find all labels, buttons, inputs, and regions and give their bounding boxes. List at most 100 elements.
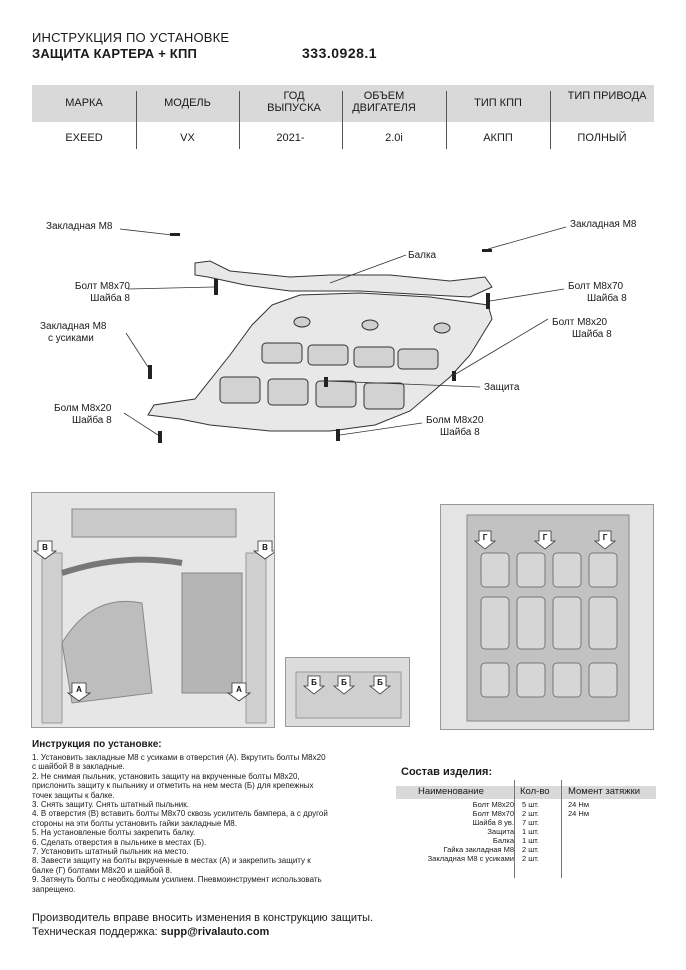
label-bolm-mid-1: Болм М8х20 — [426, 415, 484, 426]
photo-engine-bay: В В А А — [31, 492, 275, 728]
table-row: Болт М8х70 2 шт. 24 Нм — [396, 809, 656, 818]
instruction-line: прислонить защиту к пыльнику и отметить … — [32, 781, 314, 791]
spec-divider — [136, 91, 137, 149]
marker-g-2: Г — [543, 533, 548, 542]
item-name: Защита — [487, 827, 514, 836]
item-qty: 1 шт. — [522, 827, 539, 836]
item-qty: 2 шт. — [522, 809, 539, 818]
spec-value-model: VX — [180, 132, 195, 144]
label-zakladnaya-right: Закладная М8 — [570, 219, 637, 230]
spec-value-drive: ПОЛНЫЙ — [577, 132, 627, 144]
spec-divider — [239, 91, 240, 149]
composition-title: Состав изделия: — [401, 766, 493, 778]
photo-installed-plate: Г Г Г — [440, 504, 654, 730]
spec-header-gearbox: ТИП КПП — [474, 97, 522, 109]
table-row: Балка 1 шт. — [396, 836, 656, 845]
footer-note: Производитель вправе вносить изменения в… — [32, 912, 374, 924]
instruction-line: запрещено. — [32, 884, 76, 894]
label-bolt20-right-1: Болт М8х20 — [552, 317, 608, 328]
label-bolm-left-2: Шайба 8 — [72, 414, 112, 426]
instruction-line: точек защиты к балке. — [32, 790, 115, 800]
document-title: ИНСТРУКЦИЯ ПО УСТАНОВКЕ ЗАЩИТА КАРТЕРА +… — [32, 30, 229, 62]
instruction-line: 8. Завести защиту на болты вкрученные в … — [32, 856, 311, 866]
instruction-line: 7. Установить штатный пыльник на место. — [32, 847, 189, 857]
table-row: Защита 1 шт. — [396, 827, 656, 836]
instruction-line: 6. Сделать отверстия в пыльнике в местах… — [32, 837, 207, 847]
instruction-line: 3. Снять защиту. Снять штатный пыльник. — [32, 800, 189, 810]
composition-divider — [561, 780, 562, 878]
instruction-line: балке (Г) болтами М8х20 и шайбой 8. — [32, 865, 173, 875]
table-row: Закладная М8 с усиками 2 шт. — [396, 854, 656, 863]
instruction-line: 2. Не снимая пыльник, установить защиту … — [32, 771, 300, 781]
spec-header-engine: ОБЪЕМ ДВИГАТЕЛЯ — [352, 90, 416, 114]
item-torque: 24 Нм — [568, 809, 589, 818]
label-bolt-left-2: Шайба 8 — [90, 292, 130, 304]
instruction-line: стороны на эти болты установить гайки за… — [32, 818, 237, 828]
support-email-link[interactable]: supp@rivalauto.com — [160, 926, 270, 938]
instruction-line: с шайбой 8 в закладные. — [32, 762, 125, 772]
label-zakladnaya-left: Закладная М8 — [46, 221, 113, 232]
spec-divider — [550, 91, 551, 149]
item-torque: 24 Нм — [568, 800, 589, 809]
label-skid-plate: Защита — [484, 382, 520, 393]
spec-value-year: 2021- — [276, 132, 305, 144]
marker-g-1: Г — [483, 533, 488, 542]
item-qty: 1 шт. — [522, 836, 539, 845]
item-name: Гайка закладная М8 — [443, 845, 514, 854]
instructions-list: 1. Установить закладные М8 с усиками в о… — [32, 753, 392, 894]
item-name: Болт М8х20 — [472, 800, 514, 809]
title-line-2: ЗАЩИТА КАРТЕРА + КПП — [32, 46, 198, 61]
composition-header-bar — [396, 786, 656, 799]
support-label: Техническая поддержка: — [32, 926, 158, 938]
item-qty: 2 шт. — [522, 854, 539, 863]
item-qty: 5 шт. — [522, 800, 539, 809]
marker-a-right: А — [236, 685, 242, 694]
label-bolt-left-1: Болт М8х70 — [75, 281, 131, 292]
label-usiki-1: Закладная М8 — [40, 321, 107, 332]
spec-table: МАРКА МОДЕЛЬ ГОД ВЫПУСКА ОБЪЕМ ДВИГАТЕЛЯ… — [32, 85, 654, 155]
label-usiki-2: с усиками — [48, 333, 94, 344]
composition-header-torque: Момент затяжки — [568, 786, 641, 797]
composition-divider — [514, 780, 515, 878]
marker-g-3: Г — [603, 533, 608, 542]
item-name: Шайба 8 ув. — [472, 818, 514, 827]
item-qty: 2 шт. — [522, 845, 539, 854]
marker-v-right: В — [262, 543, 268, 552]
spec-header-brand: МАРКА — [65, 97, 103, 109]
label-bolt-right-1: Болт М8х70 — [568, 281, 624, 292]
composition-header-name: Наименование — [418, 786, 484, 797]
marker-b-3: Б — [377, 678, 383, 687]
spec-value-engine: 2.0i — [385, 132, 403, 144]
doc-code: 333.0928.1 — [302, 45, 378, 61]
instruction-line: 5. На установленые болты закрепить балку… — [32, 828, 196, 838]
spec-divider — [446, 91, 447, 149]
photo-dust-shield: Б Б Б — [285, 657, 410, 727]
spec-value-brand: EXEED — [65, 132, 103, 144]
table-row: Болт М8х20 5 шт. 24 Нм — [396, 800, 656, 809]
spec-divider — [342, 91, 343, 149]
label-beam: Балка — [408, 250, 437, 261]
spec-header-year: ГОД ВЫПУСКА — [267, 90, 321, 114]
label-bolt20-right-2: Шайба 8 — [572, 328, 612, 340]
label-bolm-mid-2: Шайба 8 — [440, 426, 480, 438]
spec-value-gearbox: АКПП — [483, 132, 513, 144]
instruction-line: 1. Установить закладные М8 с усиками в о… — [32, 753, 326, 762]
label-bolt-right-2: Шайба 8 — [587, 292, 627, 304]
footer-support: Техническая поддержка: supp@rivalauto.co… — [32, 926, 269, 938]
table-row: Гайка закладная М8 2 шт. — [396, 845, 656, 854]
table-row: Шайба 8 ув. 7 шт. — [396, 818, 656, 827]
marker-b-2: Б — [341, 678, 347, 687]
beam-part — [194, 260, 493, 298]
spec-header-drive: ТИП ПРИВОДА — [567, 90, 647, 102]
label-bolm-left-1: Болм М8х20 — [54, 403, 112, 414]
instruction-line: 4. В отверстия (В) вставить болты М8х70 … — [32, 809, 328, 819]
composition-table: Наименование Кол-во Момент затяжки Болт … — [396, 780, 656, 880]
item-name: Закладная М8 с усиками — [427, 854, 514, 863]
marker-v-left: В — [42, 543, 48, 552]
item-name: Балка — [492, 836, 514, 845]
composition-header-qty: Кол-во — [520, 786, 550, 797]
spec-header-model: МОДЕЛЬ — [164, 97, 211, 109]
marker-a-left: А — [76, 685, 82, 694]
marker-b-1: Б — [311, 678, 317, 687]
assembly-diagram: Закладная М8 Закладная М8 Балка Болт М8х… — [40, 219, 637, 443]
